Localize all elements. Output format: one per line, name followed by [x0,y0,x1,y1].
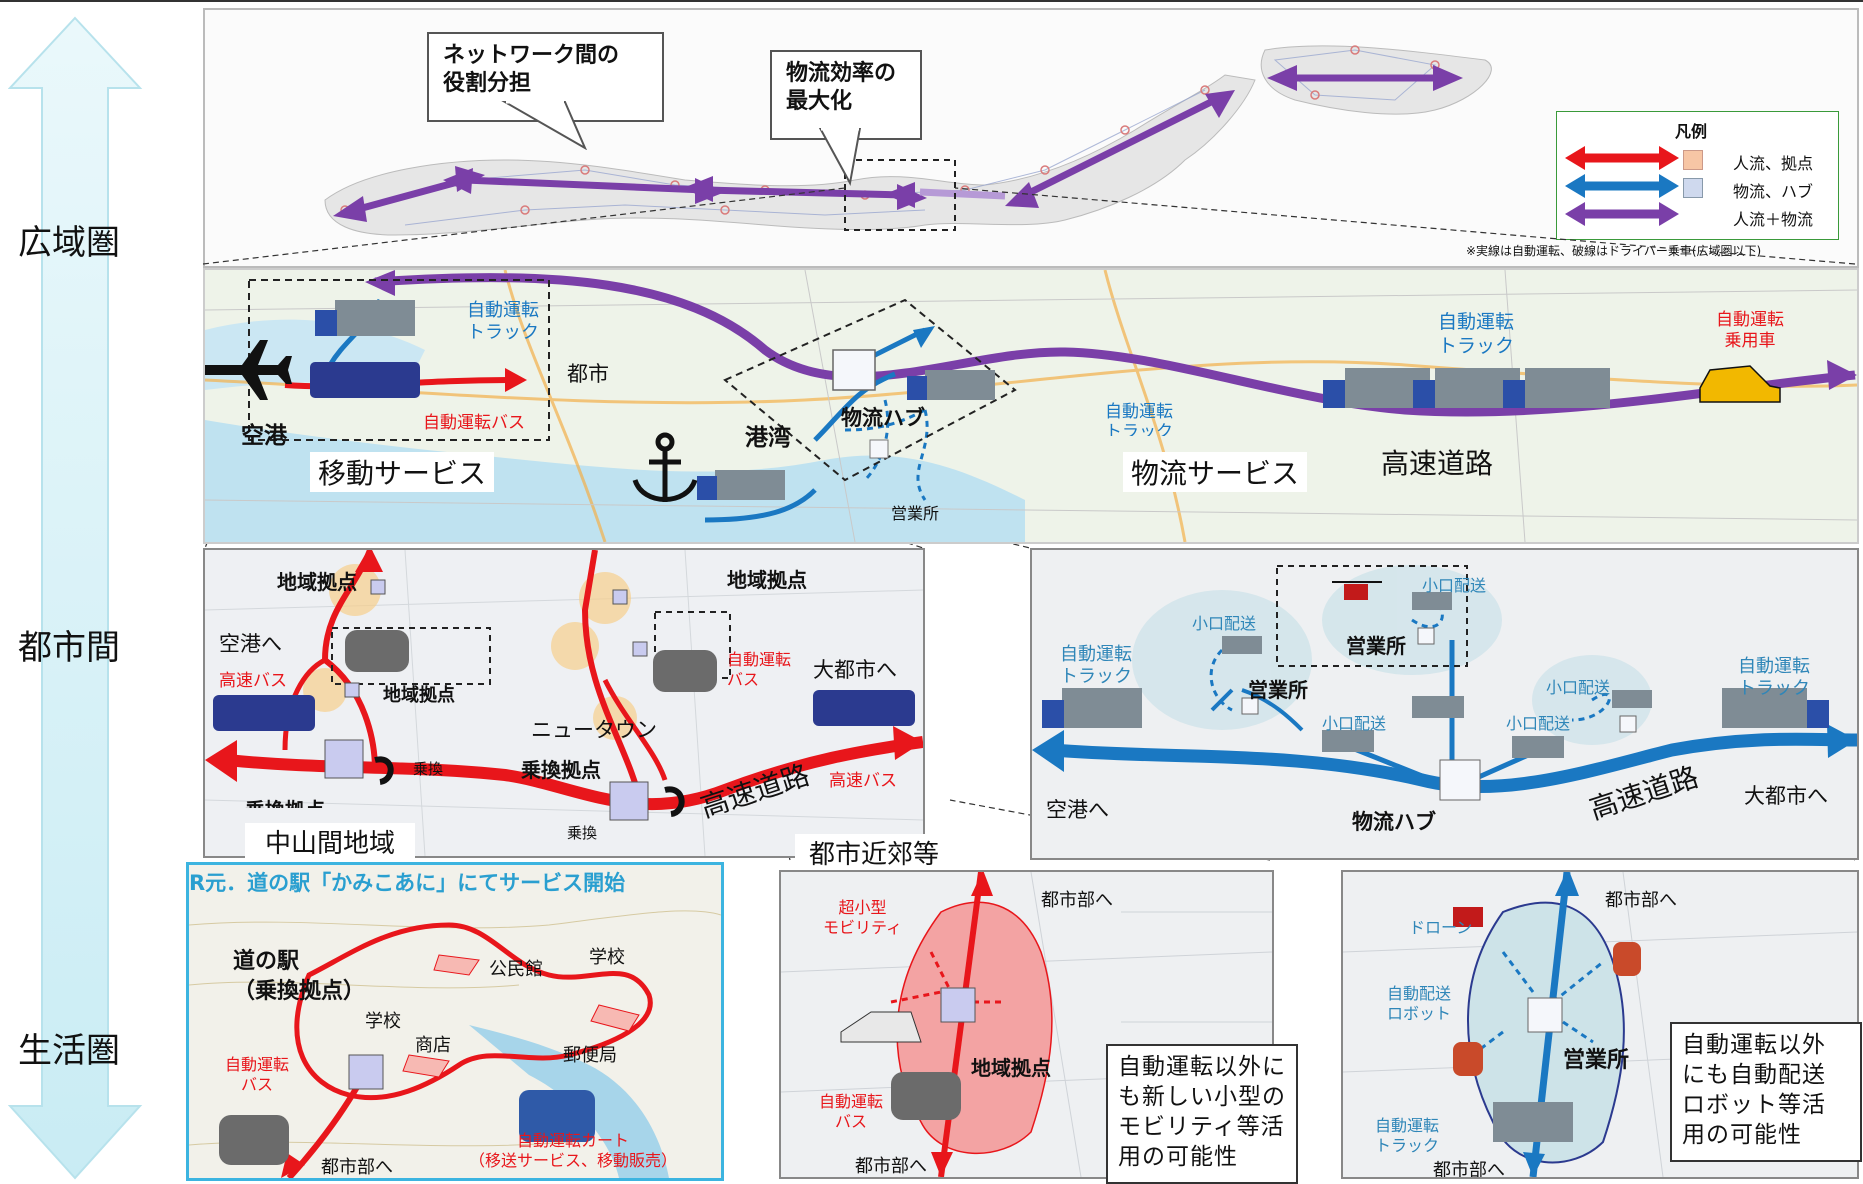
label-logistics-hub: 物流ハブ [841,406,925,430]
label-auto-bus: 自動運転バス [423,413,525,433]
label-suburbs-title: 都市近郊等 [795,834,954,871]
label-port: 港湾 [745,425,791,451]
inter-city-right-panel: 小口配送 小口配送 営業所 営業所 自動運転 トラック 小口配送 小口配送 小口… [1030,548,1859,860]
legend-label-both: 人流＋物流 [1733,210,1814,229]
label-to-big-city-r: 大都市へ [1744,784,1828,808]
label-community-hall: 公民館 [489,959,543,980]
label-logistics-hub-r: 物流ハブ [1352,810,1436,834]
legend: 凡例 人流、拠点 物流、ハブ 人流＋物流 [1556,111,1839,240]
label-transfer-hub: 乗換拠点 [521,758,601,782]
label-robot: 自動配送 ロボット [1387,984,1452,1023]
kamikoani-panel: R元．道の駅「かみこあに」にてサービス開始 道の駅 （乗換拠点） 公民館 学校 … [186,862,724,1181]
legend-label-logistics: 物流、ハブ [1733,182,1814,201]
label-to-city-bl: 都市部へ [321,1157,393,1178]
suburbs-map [781,872,1272,1177]
inter-city-left-map [205,550,923,856]
label-auto-bus-bl: 自動運転 バス [225,1055,290,1094]
label-hub-bm: 地域拠点 [971,1056,1051,1080]
label-hub-c: 地域拠点 [383,685,455,706]
label-sales-office-b: 営業所 [1248,678,1308,702]
label-small-delivery-3: 小口配送 [1322,714,1387,733]
delivery-panel: 都市部へ ドローン 自動配送 ロボット 営業所 自動運転 トラック 都市部へ [1341,870,1859,1179]
label-small-delivery-5: 小口配送 [1546,678,1611,697]
label-auto-truck-3: 自動運転 トラック [1438,311,1515,357]
label-hub-a: 地域拠点 [277,570,357,594]
label-micro-mobility: 超小型 モビリティ [823,898,903,937]
label-auto-bus: 自動運転 バス [727,650,792,689]
label-roadside-station: 道の駅 （乗換拠点） [233,949,366,1004]
label-to-city-top-bm: 都市部へ [1041,890,1113,911]
label-auto-car: 自動運転 乗用車 [1716,310,1784,351]
legend-label-people: 人流、拠点 [1733,154,1814,173]
label-highway-bus-2: 高速バス [829,771,897,791]
regional-map [205,270,1857,542]
label-shop: 商店 [415,1035,451,1056]
label-auto-cart: 自動運転カート （移送サービス、移動販売） [469,1131,678,1170]
level-inter-city: 都市間 [18,628,120,668]
level-wide: 広域圏 [18,223,120,263]
japan-map [324,45,1492,236]
label-to-city-bottom-br: 都市部へ [1433,1160,1505,1179]
label-drone: ドローン [1409,918,1473,937]
label-mobility-service: 移動サービス [310,452,495,492]
legend-arrows [1565,146,1679,226]
label-auto-bus-bm: 自動運転 バス [819,1092,884,1131]
inter-city-left-panel: 地域拠点 地域拠点 地域拠点 空港へ 高速バス 自動運転 バス 大都市へ ニュー… [203,548,925,858]
kamikoani-title: R元．道の駅「かみこあに」にてサービス開始 [189,871,626,895]
callout-logistics-efficiency: 物流効率の 最大化 [770,50,922,140]
label-transfer-2: 乗換 [567,824,598,842]
label-mountain-area: 中山間地域 [245,823,416,860]
label-to-big-city: 大都市へ [813,658,897,682]
label-auto-truck-l: 自動運転 トラック [1060,644,1132,687]
label-hub-b: 地域拠点 [727,568,807,592]
label-transfer: 乗換 [413,760,444,778]
label-auto-truck-2: 自動運転 トラック [1105,402,1173,436]
label-sales-office-a: 営業所 [1346,634,1406,658]
regional-map-panel: 自動運転 トラック 都市 空港 自動運転バス 移動サービス 港湾 物流ハブ 自動… [203,268,1859,544]
scale-arrow [8,16,143,1180]
legend-title: 凡例 [1675,122,1708,141]
legend-cube-logistics [1683,178,1703,198]
kamikoani-map [189,910,721,1178]
delivery-map [1343,872,1857,1177]
label-auto-truck-r: 自動運転 トラック [1738,656,1810,699]
note-suburbs: 自動運転以外に も新しい小型の モビリティ等活 用の可能性 [1106,1044,1298,1184]
label-small-delivery-2: 小口配送 [1422,576,1487,595]
legend-cube-people [1683,150,1703,170]
note-delivery: 自動運転以外 にも自動配送 ロボット等活 用の可能性 [1670,1022,1862,1162]
label-post-office: 郵便局 [563,1045,617,1066]
label-highway: 高速道路 [1381,447,1494,480]
callout-tail-2 [818,128,862,186]
label-small-delivery-4: 小口配送 [1506,714,1571,733]
label-school-1: 学校 [365,1011,401,1032]
label-to-city-top-br: 都市部へ [1605,890,1677,911]
inter-city-right-map [1032,565,1857,801]
label-office-br: 営業所 [1563,1048,1630,1073]
callout-tail-1 [501,100,587,150]
label-to-airport-r: 空港へ [1046,798,1109,822]
label-to-airport: 空港へ [219,632,282,656]
label-newtown: ニュータウン [531,718,657,742]
label-auto-truck-br: 自動運転 トラック [1375,1116,1440,1155]
top-rule [0,0,1863,2]
label-highway-bus-1: 高速バス [219,671,287,691]
label-logistics-service: 物流サービス [1123,452,1308,492]
label-school-2: 学校 [589,947,625,968]
label-toshi: 都市 [567,362,609,386]
label-to-city-bottom-bm: 都市部へ [855,1156,927,1177]
label-small-delivery-1: 小口配送 [1192,614,1257,633]
suburbs-panel: 都市部へ 超小型 モビリティ 地域拠点 自動運転 バス 都市部へ [779,870,1274,1179]
label-auto-truck-1: 自動運転 トラック [467,300,539,343]
level-living: 生活圏 [18,1031,120,1071]
label-airport: 空港 [241,423,287,449]
label-transfer-hub-2: 乗換拠点 [245,794,325,808]
label-sales-office: 営業所 [891,504,940,523]
legend-note: ※実線は自動運転、破線はドライバー乗車(広域圏以下) [1466,244,1762,258]
